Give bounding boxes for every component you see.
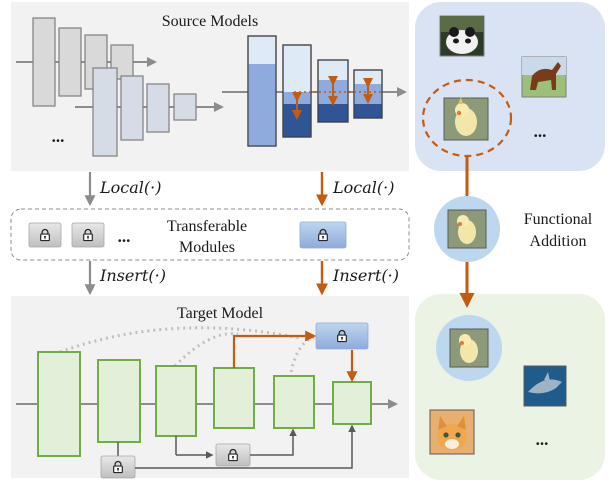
inserted-module-gray <box>215 443 251 467</box>
insert-label-right: Insert(·) <box>332 266 399 285</box>
layer-block-fill <box>248 64 276 146</box>
layer-block <box>146 83 170 133</box>
target-layer-block <box>155 365 197 437</box>
selected-class-circle <box>421 78 513 158</box>
target-layer-block <box>332 381 372 425</box>
layer-block <box>32 17 56 107</box>
locked-module-blue <box>299 221 347 249</box>
inserted-module-blue <box>315 322 369 350</box>
top-panel-ellipsis: ... <box>534 122 547 141</box>
target-layer-block <box>213 367 255 429</box>
bottom-panel-ellipsis: ... <box>536 430 549 449</box>
local-label-right: Local(·) <box>332 178 394 197</box>
panda-image <box>439 15 485 57</box>
target-layer-block <box>97 359 141 443</box>
dotted-skip-connection <box>173 332 239 368</box>
cat-image <box>429 409 475 455</box>
insert-operation: Insert(·) Insert(·) <box>84 261 399 296</box>
target-layer-block <box>273 375 315 429</box>
locked-module <box>71 222 105 248</box>
insert-path-orange <box>232 330 317 368</box>
insert-path-gray <box>250 428 297 456</box>
source-model-gray-front <box>75 67 224 157</box>
transferable-ellipsis: ... <box>118 227 131 246</box>
bird-image <box>447 209 487 249</box>
layer-block <box>173 93 197 121</box>
source-ellipsis: ... <box>52 127 65 146</box>
source-model-blue <box>222 35 407 147</box>
bird-image <box>443 97 489 141</box>
target-layer-block <box>37 351 81 457</box>
inserted-module-gray <box>100 455 136 479</box>
target-model-panel: Target Model <box>11 296 409 479</box>
horse-image <box>521 56 567 98</box>
transferable-label-line2: Modules <box>179 239 235 256</box>
right-panel: ... Functional Addition <box>415 2 605 480</box>
source-panel-title: Source Models <box>162 13 258 30</box>
layer-block <box>120 75 144 141</box>
transferable-label-line1: Transferable <box>167 218 247 235</box>
locked-module <box>28 222 62 248</box>
bird-image <box>449 328 489 368</box>
layer-block <box>92 67 118 157</box>
shark-image <box>523 365 567 407</box>
local-operation: Local(·) Local(·) <box>84 172 394 207</box>
transferable-modules-panel: ... Transferable Modules <box>10 208 410 261</box>
source-models-panel: Source Models ... <box>11 2 409 171</box>
insert-label-left: Insert(·) <box>99 266 166 285</box>
local-label-left: Local(·) <box>99 178 161 197</box>
dotted-skip-connection <box>59 326 301 354</box>
target-panel-title: Target Model <box>177 305 264 322</box>
source-model-gray-back <box>16 17 157 107</box>
layer-block <box>58 27 82 97</box>
dotted-skip-connection <box>288 334 319 379</box>
functional-label-line1: Functional <box>524 211 593 228</box>
insert-path-gray <box>135 424 356 469</box>
transferable-border <box>10 208 410 261</box>
functional-label-line2: Addition <box>530 233 587 250</box>
